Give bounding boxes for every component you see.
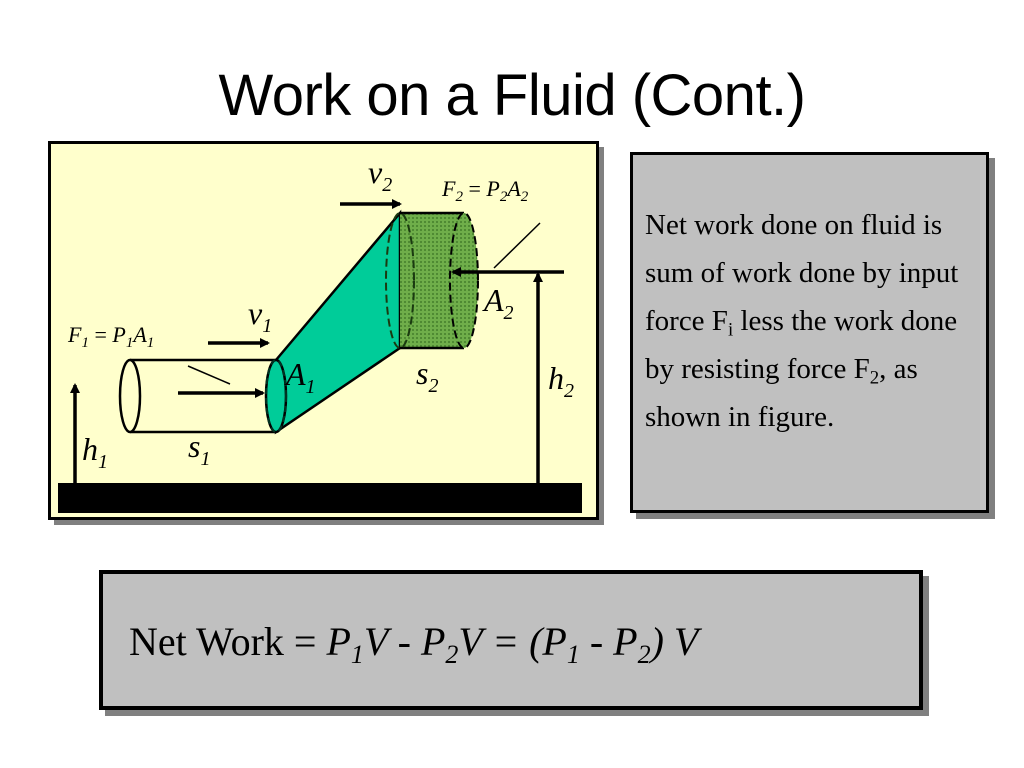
explanation-part3: , as shown in figure. <box>645 353 918 433</box>
large-cylinder-inner-dash <box>385 212 415 349</box>
formula-v-a: V - <box>363 619 421 664</box>
a1-label: A1 <box>284 356 316 398</box>
fluid-work-diagram: F1 = P1A1 F2 = P2A2 v1 v2 A1 A2 s1 s2 h1… <box>48 141 604 525</box>
formula-p2: P <box>420 619 446 664</box>
formula-p2b: P <box>613 619 638 664</box>
formula-minus: - <box>579 619 614 664</box>
explanation-part2-sub: 2 <box>869 367 880 389</box>
h2-label: h2 <box>548 360 574 402</box>
s1-label: s1 <box>188 428 210 470</box>
f1-label: F1 = P1A1 <box>67 322 154 351</box>
formula-p2-sub: 2 <box>445 639 459 669</box>
diagram-svg: F1 = P1A1 F2 = P2A2 v1 v2 A1 A2 s1 s2 h1… <box>48 141 604 525</box>
explanation-part2: less the work done by resisting force F <box>645 305 958 385</box>
formula-p1: P <box>326 619 351 664</box>
formula-p1b: P <box>542 619 567 664</box>
f2-label: F2 = P2A2 <box>441 176 529 205</box>
formula-p2b-sub: 2 <box>637 639 651 669</box>
f1-leader-line <box>187 365 231 385</box>
slide-title: Work on a Fluid (Cont.) <box>218 63 806 128</box>
small-cylinder-body <box>130 360 276 432</box>
formula-p1-sub: 1 <box>350 639 364 669</box>
formula-tail: ) V <box>650 619 699 664</box>
formula-lead: Net Work = <box>129 619 327 664</box>
a2-face <box>449 212 479 349</box>
small-cylinder-end <box>118 358 142 434</box>
explanation-box: Net work done on fluid is sum of work do… <box>630 152 989 513</box>
v1-label: v1 <box>248 295 272 337</box>
explanation-part1: Net work done on fluid is sum of work do… <box>645 209 959 337</box>
formula-p1b-sub: 1 <box>566 639 580 669</box>
net-work-formula: Net Work = P1V - P2V = (P1 - P2) V <box>99 570 923 710</box>
v2-label: v2 <box>368 154 392 196</box>
ground-bar <box>58 483 582 513</box>
formula-v-b: V = ( <box>458 619 543 664</box>
s2-label: s2 <box>416 355 438 397</box>
f2-leader-line <box>493 222 541 269</box>
a1-dashed <box>265 359 287 433</box>
explanation-part1-sub: i <box>727 319 734 341</box>
a2-label: A2 <box>482 282 514 324</box>
h1-label: h1 <box>82 431 108 473</box>
